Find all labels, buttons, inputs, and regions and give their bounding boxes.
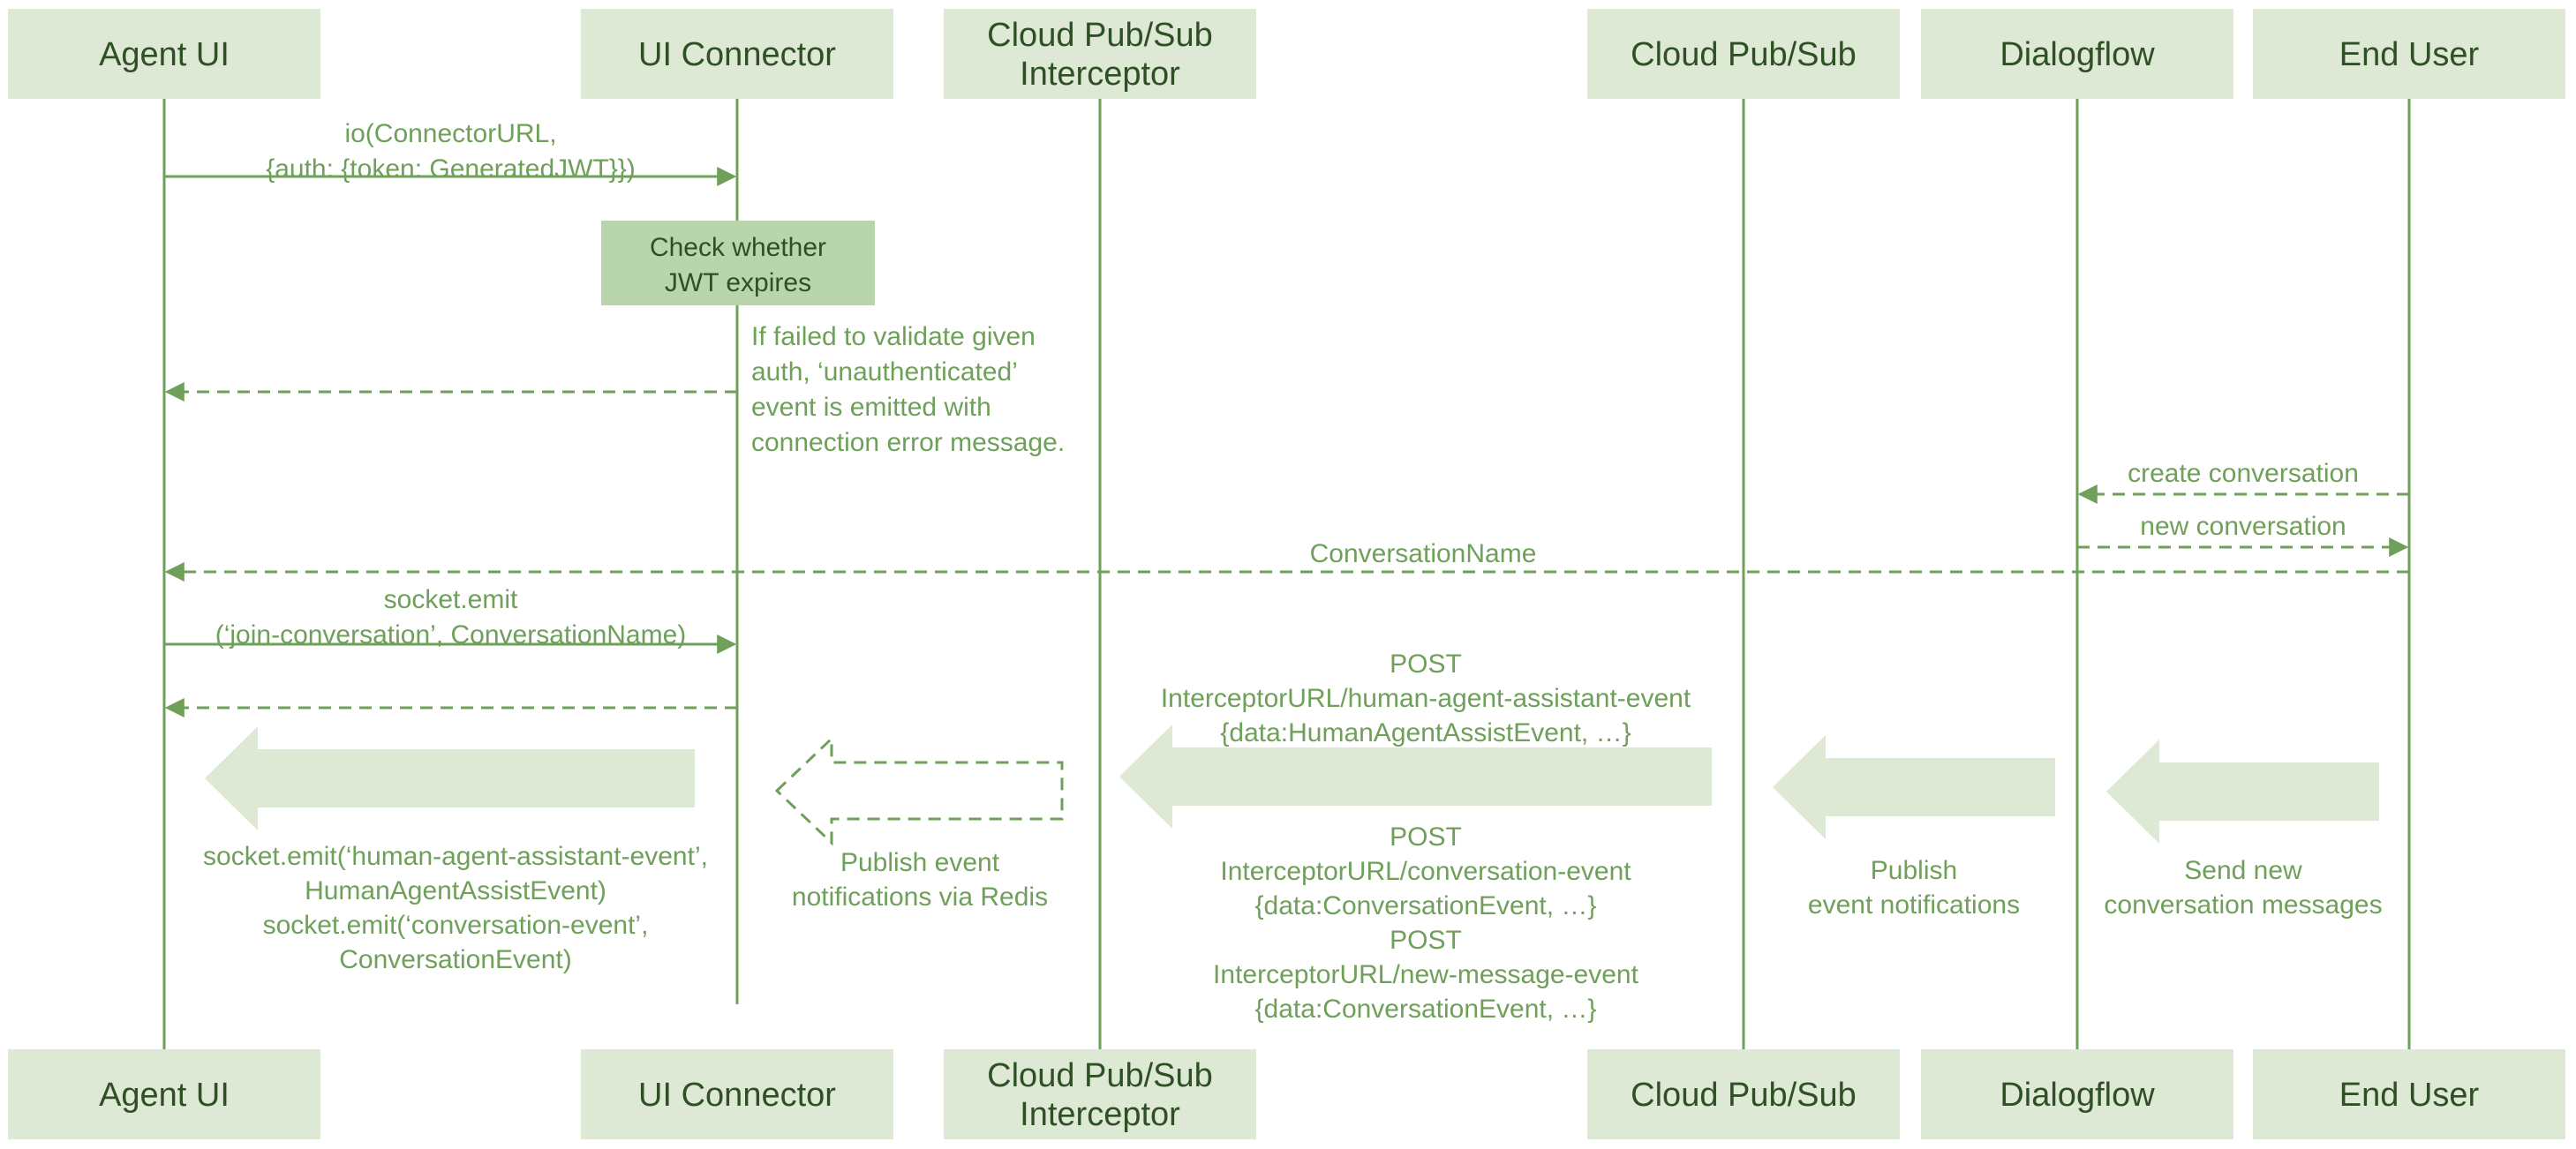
participant-box: [1587, 9, 1900, 99]
participant-box: [8, 9, 320, 99]
participant-name: Agent UI: [99, 1077, 230, 1114]
participant-name: Cloud Pub/Sub: [1631, 36, 1857, 73]
participant-box: [2253, 9, 2565, 99]
message-io-connect: io(ConnectorURL,{auth: {token: Generated…: [164, 119, 737, 186]
flow-arrow: [1773, 735, 2055, 839]
participant-box: [1921, 9, 2233, 99]
participant-box: [581, 9, 893, 99]
flow-arrow: [2106, 740, 2379, 844]
participant-name: Agent UI: [99, 36, 230, 73]
flow-arrow: [205, 726, 695, 830]
participant-ui-connector-top: UI Connector: [581, 9, 893, 99]
participant-name: End User: [2339, 36, 2480, 73]
message-label: new conversation: [2140, 512, 2346, 541]
participant-pubsub-bottom: Cloud Pub/Sub: [1587, 1049, 1900, 1139]
participant-name: UI Connector: [638, 36, 836, 73]
participant-end-user-bottom: End User: [2253, 1049, 2565, 1139]
message-join-conversation: socket.emit(‘join-conversation’, Convers…: [164, 585, 737, 654]
message-label: socket.emit(‘join-conversation’, Convers…: [215, 585, 687, 650]
participant-name: Dialogflow: [2000, 36, 2155, 73]
flow-socket-emit-events: socket.emit(‘human-agent-assistant-event…: [203, 726, 708, 974]
participant-pubsub-top: Cloud Pub/Sub: [1587, 9, 1900, 99]
participant-name: Cloud Pub/Sub: [1631, 1077, 1857, 1114]
participant-box: [1587, 1049, 1900, 1139]
participant-box: [944, 9, 1256, 99]
participant-box: [1921, 1049, 2233, 1139]
participant-dialogflow-top: Dialogflow: [1921, 9, 2233, 99]
message-label: create conversation: [2128, 459, 2359, 488]
participant-ui-connector-bottom: UI Connector: [581, 1049, 893, 1139]
participant-box: [2253, 1049, 2565, 1139]
message-label: io(ConnectorURL,{auth: {token: Generated…: [266, 119, 636, 184]
participant-box: [581, 1049, 893, 1139]
flow-arrow: [774, 735, 1064, 846]
note-box: [601, 221, 875, 305]
participant-agent-ui-top: Agent UI: [8, 9, 320, 99]
participant-name: Dialogflow: [2000, 1077, 2155, 1114]
participant-box: [944, 1049, 1256, 1139]
participant-end-user-top: End User: [2253, 9, 2565, 99]
message-new-conversation: new conversation: [2077, 512, 2409, 557]
participant-name: End User: [2339, 1077, 2480, 1114]
message-label: ConversationName: [1310, 539, 1537, 568]
messages: io(ConnectorURL,{auth: {token: Generated…: [164, 119, 2409, 717]
flow-label: socket.emit(‘human-agent-assistant-event…: [203, 842, 708, 974]
flow-arrow: [1119, 725, 1712, 829]
participants: Agent UI Agent UI UI Connector UI Connector…: [8, 9, 2565, 1139]
participant-agent-ui-bottom: Agent UI: [8, 1049, 320, 1139]
message-conversation-name: ConversationName: [164, 539, 2409, 582]
participant-name: UI Connector: [638, 1077, 836, 1114]
participant-box: [8, 1049, 320, 1139]
message-create-conversation: create conversation: [2077, 459, 2409, 504]
participant-dialogflow-bottom: Dialogflow: [1921, 1049, 2233, 1139]
